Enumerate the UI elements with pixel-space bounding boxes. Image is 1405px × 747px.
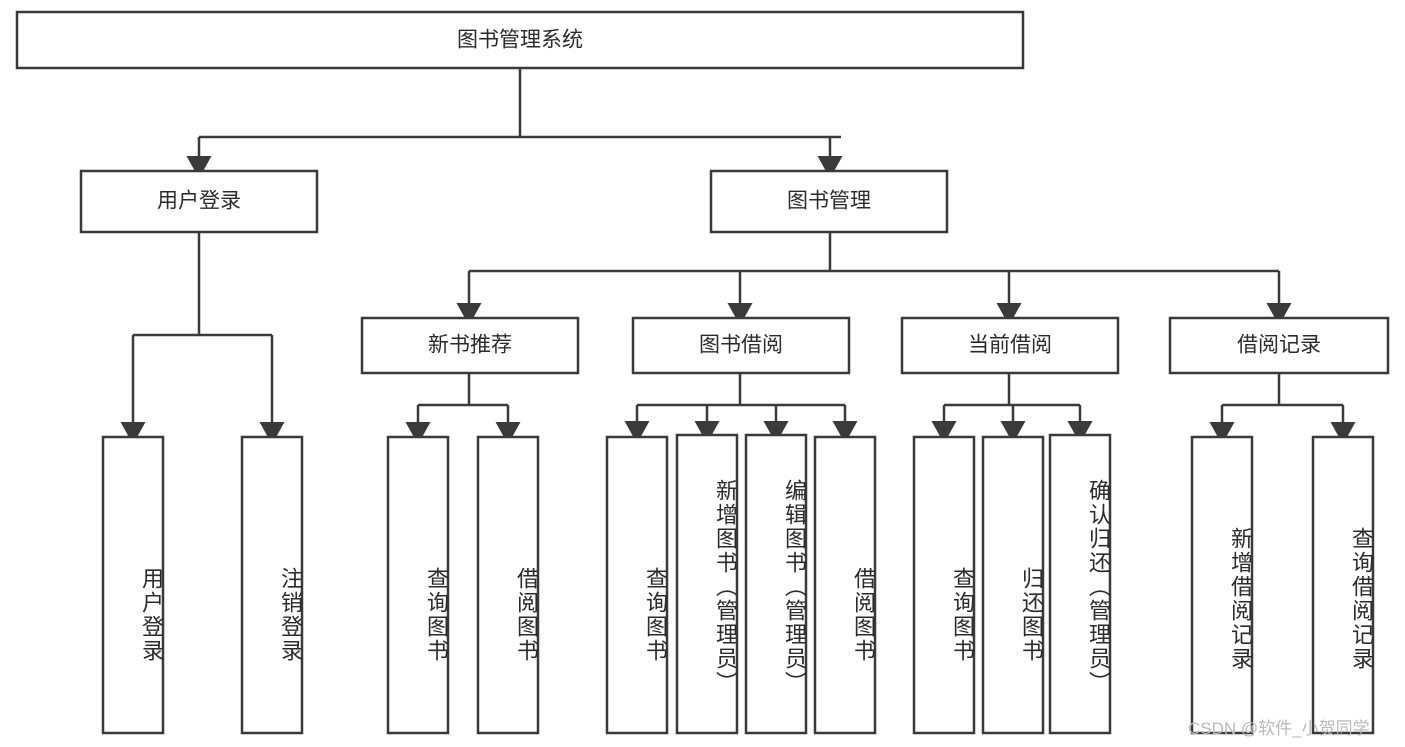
leaf-box-add-borrow-record[interactable]	[1190, 435, 1254, 735]
leaf-box-query-book-current[interactable]	[912, 435, 976, 735]
node-user-login-box[interactable]	[79, 169, 319, 234]
node-user-login[interactable]: 用户登录	[79, 169, 319, 234]
node-book-borrow-box[interactable]	[631, 316, 851, 375]
leaf-box-user-login[interactable]	[101, 435, 165, 735]
node-root-label: 图书管理系统	[457, 29, 583, 52]
node-current-borrow[interactable]: 当前借阅	[900, 316, 1120, 375]
node-current-borrow-box[interactable]	[900, 316, 1120, 375]
leaf-box-query-book-borrow[interactable]	[605, 435, 669, 735]
leaf-box-return-book[interactable]	[981, 435, 1045, 735]
node-new-book-recommend-label: 新书推荐	[428, 334, 512, 357]
node-new-book-recommend[interactable]: 新书推荐	[360, 316, 580, 375]
leaf-boxes-layer	[101, 433, 1375, 735]
leaf-box-borrow-book-newbook[interactable]	[476, 435, 540, 735]
node-book-borrow-label: 图书借阅	[699, 334, 783, 357]
leaf-box-edit-book-admin[interactable]	[744, 433, 808, 735]
node-book-management[interactable]: 图书管理	[709, 169, 949, 234]
leaf-box-confirm-return-admin[interactable]	[1048, 433, 1112, 735]
node-book-management-box[interactable]	[709, 169, 949, 234]
node-borrow-record-box[interactable]	[1168, 316, 1390, 375]
node-current-borrow-label: 当前借阅	[968, 334, 1052, 357]
leaf-box-logout[interactable]	[240, 435, 304, 735]
node-root[interactable]: 图书管理系统	[15, 10, 1025, 70]
leaf-box-query-borrow-record[interactable]	[1311, 435, 1375, 735]
watermark-text: CSDN @软件_小贺同学	[1188, 719, 1370, 738]
connectors-layer	[120, 68, 1356, 445]
leaf-box-borrow-book[interactable]	[813, 435, 877, 735]
node-root-box[interactable]	[15, 10, 1025, 70]
leaf-box-query-book-newbook[interactable]	[386, 435, 450, 735]
node-book-management-label: 图书管理	[787, 190, 871, 213]
node-borrow-record-label: 借阅记录	[1237, 334, 1321, 357]
node-borrow-record[interactable]: 借阅记录	[1168, 316, 1390, 375]
node-new-book-recommend-box[interactable]	[360, 316, 580, 375]
node-user-login-label: 用户登录	[157, 190, 241, 213]
node-book-borrow[interactable]: 图书借阅	[631, 316, 851, 375]
leaf-box-add-book-admin[interactable]	[675, 433, 739, 735]
